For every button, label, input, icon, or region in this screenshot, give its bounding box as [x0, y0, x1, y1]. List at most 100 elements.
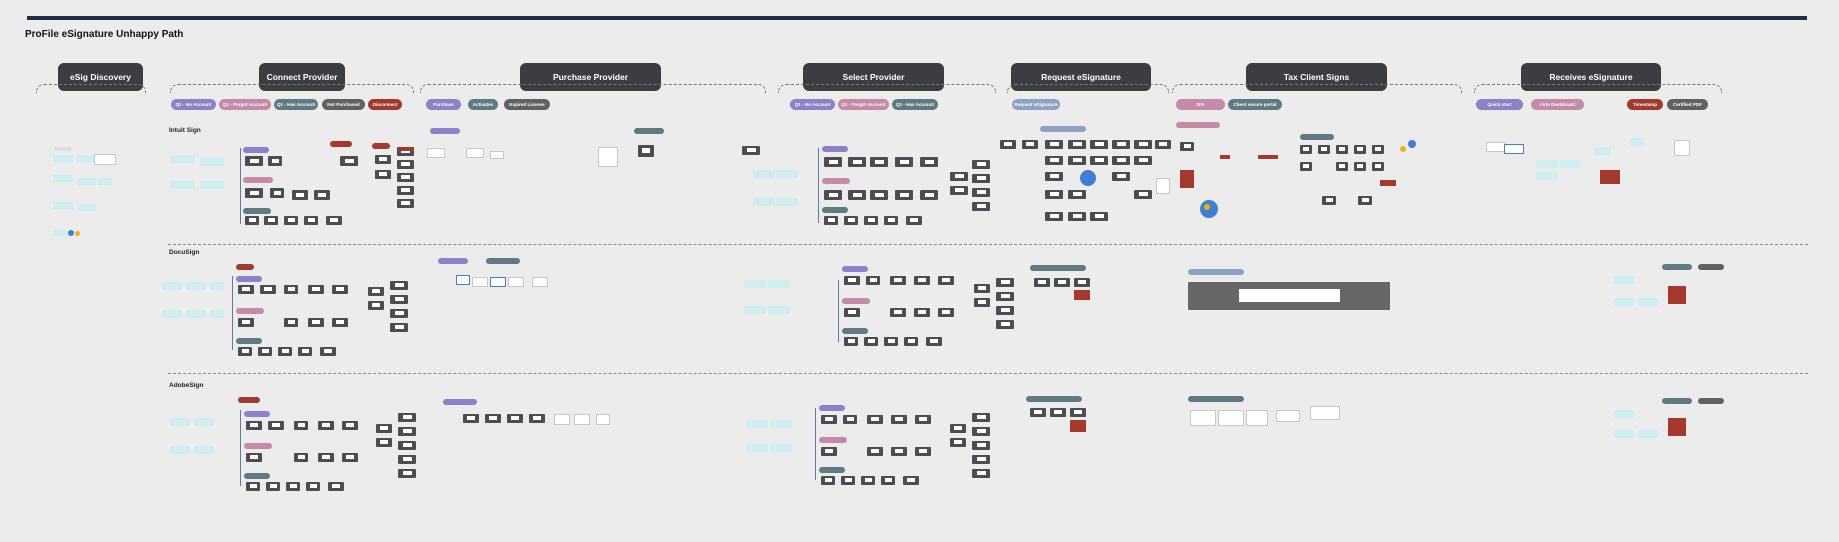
tag-expired-license[interactable]: Expired License	[504, 99, 550, 110]
screen-thumbnail	[1054, 278, 1070, 287]
screen-thumbnail	[368, 287, 384, 296]
screen-thumbnail	[1030, 408, 1046, 417]
row-divider	[168, 373, 1808, 374]
tag-purchase[interactable]: Purchase	[426, 99, 461, 110]
tag-request-esignature[interactable]: Request eSignature	[1012, 99, 1060, 110]
tag-not-purchased[interactable]: Not Purchased	[322, 99, 365, 110]
flow-thumbnail	[1614, 410, 1634, 418]
screen-thumbnail	[1134, 156, 1152, 165]
row-divider	[168, 244, 1808, 245]
error-note	[1220, 155, 1230, 159]
flow-thumbnail	[1595, 147, 1611, 155]
screen-thumbnail	[1112, 140, 1130, 149]
screen-thumbnail	[1050, 408, 1066, 417]
error-note	[1180, 170, 1194, 188]
error-note	[398, 147, 414, 151]
flow-thumbnail	[1246, 410, 1268, 426]
stage-receives-esignature[interactable]: Receives eSignature	[1521, 63, 1661, 91]
screen-thumbnail	[926, 337, 942, 346]
flow-bracket	[818, 148, 819, 223]
stage-select-provider[interactable]: Select Provider	[803, 63, 944, 91]
mini-tag	[1698, 264, 1724, 270]
stage-connect-provider[interactable]: Connect Provider	[259, 63, 345, 91]
screen-thumbnail	[920, 190, 938, 200]
screen-thumbnail	[950, 424, 966, 433]
screen-thumbnail	[742, 146, 760, 155]
tag-q1-has-account[interactable]: Q1 - Has Account	[274, 99, 318, 110]
stage-tax-client-signs[interactable]: Tax Client Signs	[1246, 63, 1387, 91]
screen-thumbnail	[843, 415, 857, 424]
tag-q1-forgot-account[interactable]: Q1 - Forgot Account	[219, 99, 271, 110]
tag-quick-start[interactable]: Quick start	[1476, 99, 1523, 110]
mini-tag	[842, 328, 868, 334]
mini-tag	[1698, 398, 1724, 404]
screen-thumbnail	[1354, 162, 1366, 171]
flow-thumbnail	[1630, 138, 1644, 146]
flow-thumbnail	[53, 230, 67, 236]
tag-disconnect[interactable]: Disconnect	[368, 99, 402, 110]
flow-thumbnail	[746, 444, 768, 452]
flow-thumbnail	[162, 310, 182, 318]
screen-thumbnail	[1090, 156, 1108, 165]
tag-q1-no-account[interactable]: Q1 - No Account	[790, 99, 835, 110]
tag-firm-dashboard[interactable]: Firm Dashboard	[1531, 99, 1584, 110]
screen-thumbnail	[884, 216, 898, 225]
stage-purchase-provider[interactable]: Purchase Provider	[520, 63, 661, 91]
screen-thumbnail	[278, 347, 292, 356]
screen-thumbnail	[398, 427, 416, 436]
screen-thumbnail	[245, 156, 263, 166]
screen-thumbnail	[397, 160, 414, 169]
tag-q1-forgot-account[interactable]: Q1 - Forgot Account	[838, 99, 889, 110]
flow-thumbnail	[490, 151, 504, 159]
screen-thumbnail	[246, 453, 262, 462]
tag-certified-pdf[interactable]: Certified PDF	[1667, 99, 1708, 110]
mini-tag	[486, 258, 520, 264]
screen-thumbnail	[938, 308, 954, 317]
flow-thumbnail	[1614, 430, 1634, 438]
tag-activates[interactable]: Activates	[468, 99, 498, 110]
flow-bracket	[240, 410, 241, 486]
tag-client-secure-portal[interactable]: Client secure portal	[1228, 99, 1282, 110]
screen-thumbnail	[844, 337, 858, 346]
screen-thumbnail	[881, 476, 895, 485]
screen-thumbnail	[332, 285, 348, 294]
stage-request-esignature[interactable]: Request eSignature	[1011, 63, 1151, 91]
flow-thumbnail	[194, 446, 214, 454]
flow-thumbnail	[170, 446, 190, 454]
screen-thumbnail	[867, 447, 883, 456]
flow-thumbnail	[162, 282, 182, 290]
tag-q1-has-account[interactable]: Q1 - Has Account	[892, 99, 938, 110]
tag-2fa[interactable]: 2FA	[1176, 99, 1225, 110]
error-note	[1258, 155, 1278, 159]
screen-thumbnail	[996, 292, 1014, 301]
screen-thumbnail	[326, 216, 342, 225]
screen-thumbnail	[1090, 140, 1108, 149]
screen-thumbnail	[972, 202, 990, 211]
screen-thumbnail	[1322, 196, 1336, 205]
error-note	[1074, 290, 1090, 300]
tag-q1-no-account[interactable]: Q1 - No Account	[171, 99, 216, 110]
screen-thumbnail	[824, 190, 842, 200]
stage-esig-discovery[interactable]: eSig Discovery	[58, 63, 143, 91]
row-label-adobesign: AdobeSign	[169, 382, 204, 389]
screen-thumbnail	[1045, 156, 1063, 165]
mini-tag	[1188, 396, 1244, 402]
screen-thumbnail	[507, 414, 523, 423]
screen-thumbnail	[821, 447, 837, 456]
screen-thumbnail	[972, 413, 990, 422]
flow-thumbnail	[1156, 178, 1170, 194]
tag-timestamp[interactable]: Timestamp	[1627, 99, 1663, 110]
flow-bracket	[232, 276, 233, 350]
screen-thumbnail	[972, 469, 990, 478]
screen-thumbnail	[390, 309, 408, 318]
flow-thumbnail	[744, 280, 766, 288]
flow-thumbnail	[768, 306, 790, 314]
screen-thumbnail	[904, 337, 918, 346]
flow-thumbnail	[78, 204, 96, 211]
screen-thumbnail	[398, 413, 416, 422]
stage-brace	[1172, 84, 1462, 93]
screen-thumbnail	[914, 276, 930, 285]
screen-thumbnail	[294, 453, 308, 462]
screen-thumbnail	[284, 318, 298, 327]
screen-thumbnail	[1022, 140, 1038, 149]
